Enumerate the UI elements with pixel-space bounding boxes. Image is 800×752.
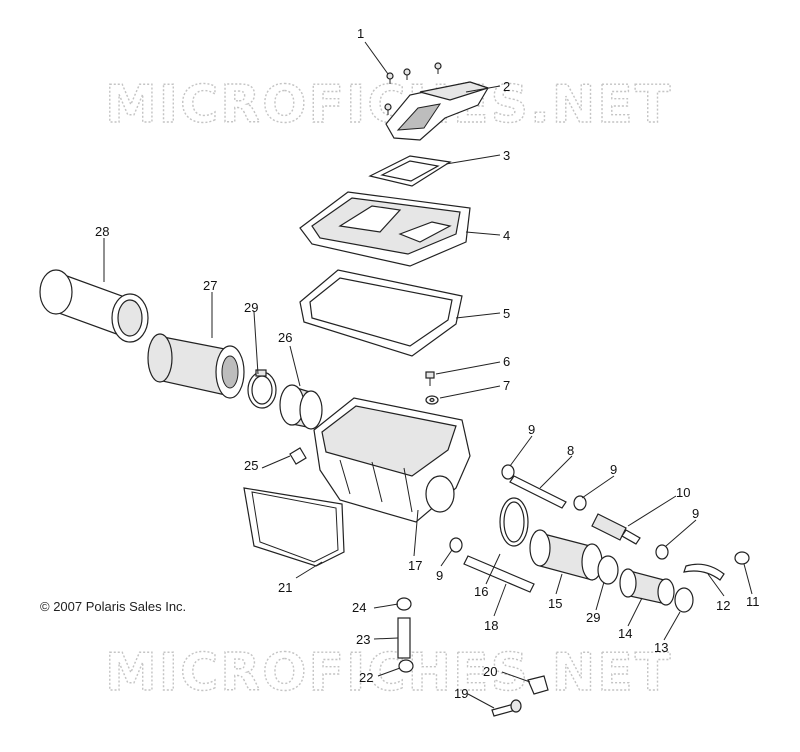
part-throttle-boot [619,568,675,606]
part-intake-boot [529,529,603,581]
callout-9b: 9 [610,462,617,477]
part-bolt [425,371,435,386]
part-drain-clamp-top [396,597,412,611]
part-tube [463,555,535,593]
callout-4: 4 [503,228,510,243]
part-fitting [591,513,641,545]
callout-26: 26 [278,330,292,345]
watermark-bottom: MICROFICHES.NET [105,643,672,703]
callout-17: 17 [408,558,422,573]
callout-28: 28 [95,224,109,239]
callout-3: 3 [503,148,510,163]
callout-11: 11 [746,594,760,609]
callout-labels: 1 2 3 4 5 6 7 9 8 9 10 9 11 12 13 14 29 … [95,26,760,701]
callout-20: 20 [483,664,497,679]
part-filter-element [147,333,245,399]
callout-10: 10 [676,485,690,500]
part-pre-filter-sleeve [39,269,149,343]
callout-2: 2 [503,79,510,94]
part-drain-clamp-bottom [398,659,414,673]
part-airbox-cover [299,191,471,267]
leader-lines [103,41,753,709]
callout-23: 23 [356,632,370,647]
part-clamp-filter [247,369,277,409]
callout-9c: 9 [436,568,443,583]
part-cap [734,551,750,565]
callout-9a: 9 [528,422,535,437]
part-clamp-boot [597,555,619,585]
callout-6: 6 [503,354,510,369]
callout-1: 1 [357,26,364,41]
callout-18: 18 [484,618,498,633]
part-clamp-a [501,464,515,480]
part-airbox-seal [299,269,463,357]
callout-13: 13 [654,640,668,655]
callout-9d: 9 [692,506,699,521]
part-clip [289,447,307,465]
part-drain-hose [683,563,725,581]
part-clamp-d [655,544,669,560]
callout-14: 14 [618,626,632,641]
callout-5: 5 [503,306,510,321]
callout-29a: 29 [244,300,258,315]
part-drain-tube [397,617,411,659]
part-access-plate [243,487,345,567]
part-o-ring [499,497,529,547]
part-clamp-throttle [674,587,694,613]
part-clamp-b [573,495,587,511]
copyright-notice: © 2007 Polaris Sales Inc. [40,599,186,614]
part-washer [425,395,439,405]
callout-12: 12 [716,598,730,613]
part-airbox [313,397,471,523]
callout-16: 16 [474,584,488,599]
part-vent-hose [509,475,567,509]
callout-15: 15 [548,596,562,611]
callout-25: 25 [244,458,258,473]
part-screws [384,62,442,115]
part-filter-adapter [279,384,323,430]
callout-24: 24 [352,600,366,615]
callout-7: 7 [503,378,510,393]
callout-21: 21 [278,580,292,595]
callout-27: 27 [203,278,217,293]
callout-29b: 29 [586,610,600,625]
part-duct-gasket [368,155,452,187]
part-push-rivet [491,699,522,717]
part-bracket [527,675,549,695]
callout-22: 22 [359,670,373,685]
callout-8: 8 [567,443,574,458]
callout-19: 19 [454,686,468,701]
part-clamp-c [449,537,463,553]
